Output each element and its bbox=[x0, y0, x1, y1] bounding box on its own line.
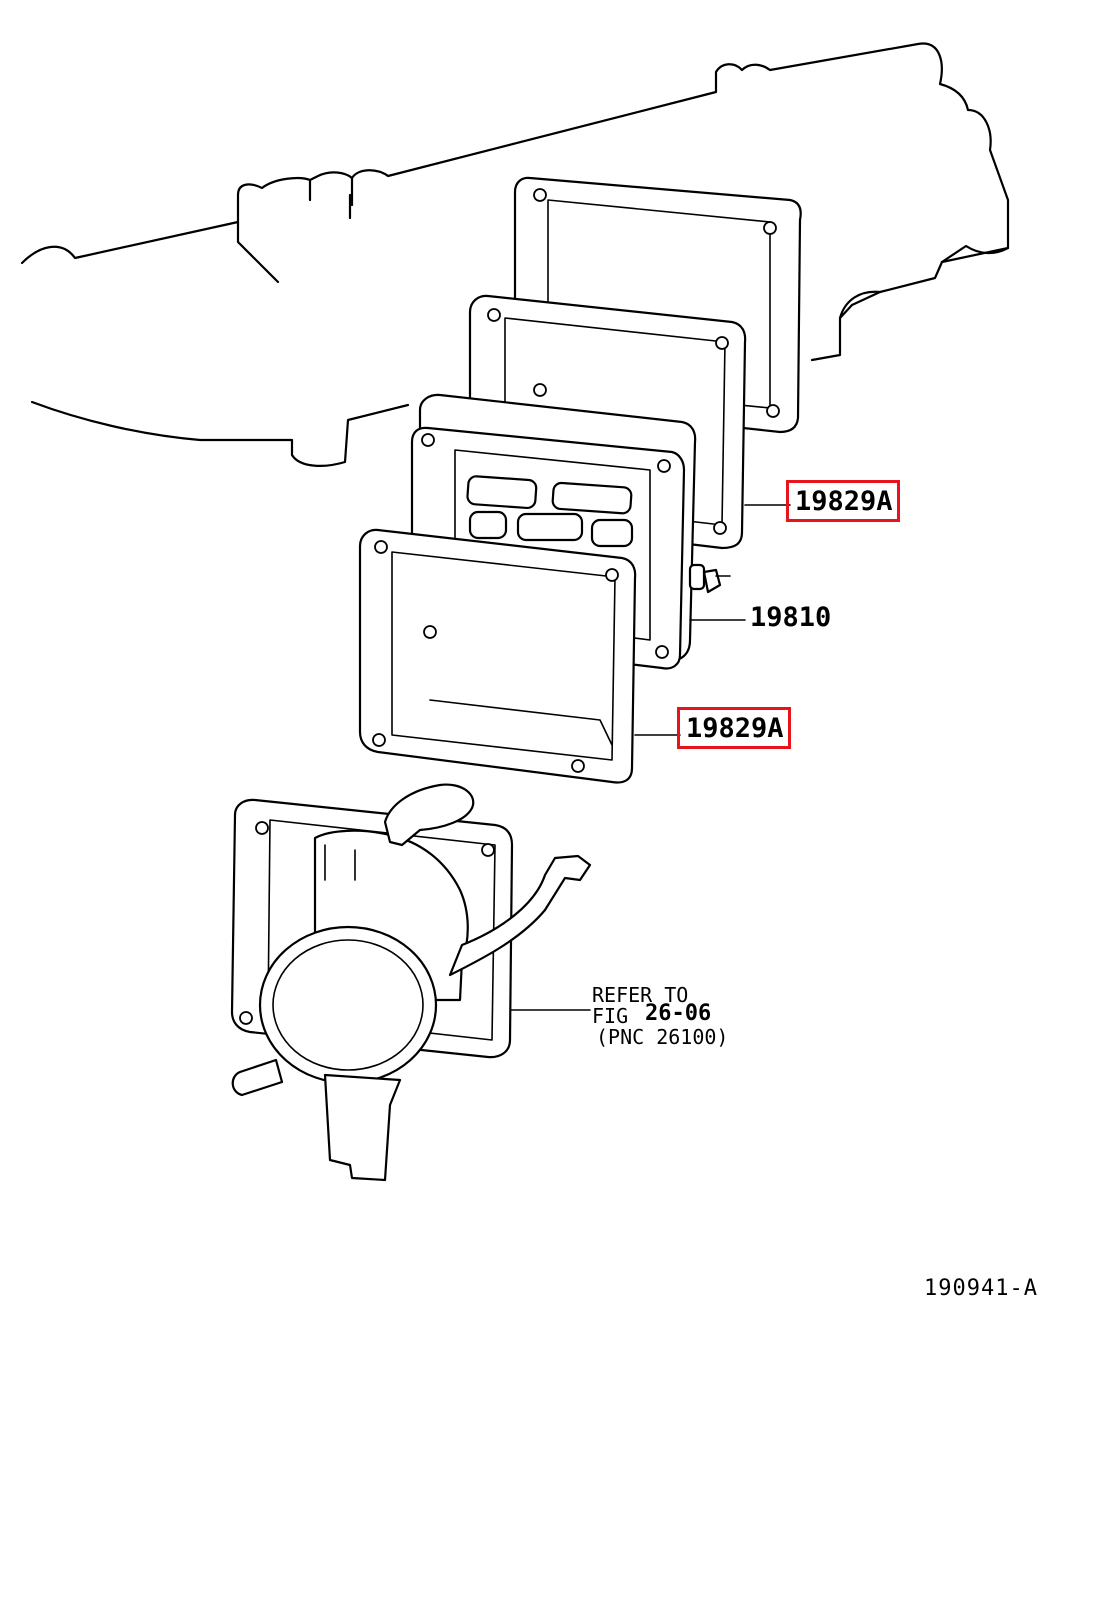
air-valve-assembly-drawing bbox=[230, 783, 592, 1182]
lower-gasket-drawing bbox=[358, 528, 637, 784]
intake-manifold-drawing bbox=[20, 42, 1010, 467]
reference-note-fig-prefix: FIG bbox=[592, 1004, 629, 1028]
reference-note-line1: REFER TO bbox=[592, 983, 689, 1007]
leader-lines bbox=[509, 504, 791, 1011]
part-callout-19829a-upper[interactable]: 19829A bbox=[786, 480, 900, 522]
reference-note-fig-number[interactable]: 26-06 bbox=[645, 1001, 712, 1026]
part-callout-19810[interactable]: 19810 bbox=[750, 602, 832, 633]
illustration-code: 190941-A bbox=[924, 1276, 1038, 1301]
part-callout-19829a-lower[interactable]: 19829A bbox=[677, 707, 791, 749]
reference-note-pnc: (PNC 26100) bbox=[596, 1025, 729, 1049]
